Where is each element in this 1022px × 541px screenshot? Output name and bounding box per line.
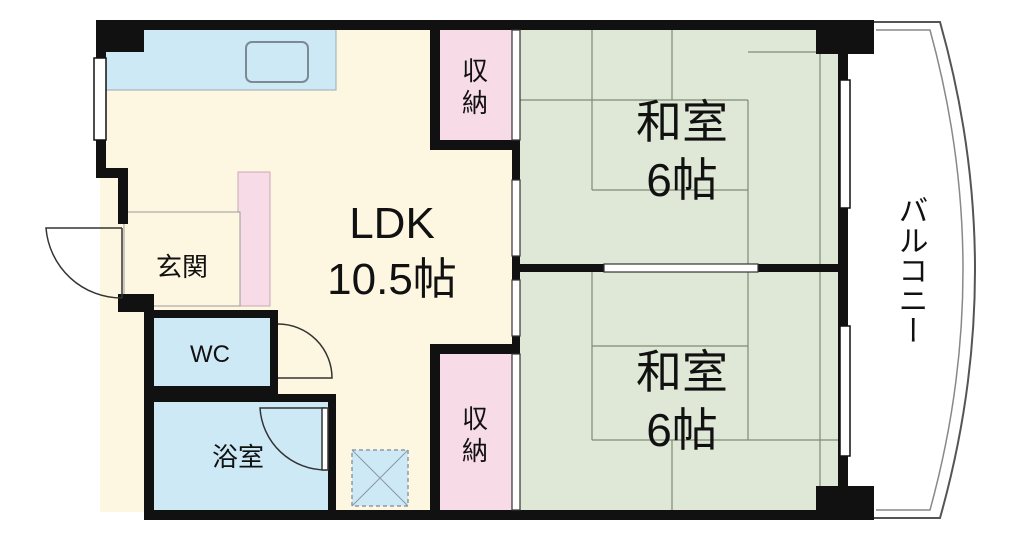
entrance-door xyxy=(45,227,123,299)
washitsu-lower-size-label: 6帖 xyxy=(646,404,718,456)
storage-lower-floor xyxy=(438,352,512,510)
bathroom-floor xyxy=(152,400,328,510)
washitsu-lower-name-label: 和室 xyxy=(636,346,728,398)
bathroom-door xyxy=(259,407,329,471)
wc-label: WC xyxy=(190,341,230,368)
wc-floor xyxy=(152,318,270,386)
windows xyxy=(93,57,851,457)
washitsu-upper-size-label: 6帖 xyxy=(646,154,718,206)
storage-upper-label-1: 収 xyxy=(462,56,488,86)
balcony-outline xyxy=(872,21,976,519)
fridge-space xyxy=(237,171,271,307)
balcony-rail xyxy=(876,29,964,511)
storage-lower-label-1: 収 xyxy=(462,404,488,434)
ldk-size-label: 10.5帖 xyxy=(327,255,457,304)
sliding-doors xyxy=(511,29,759,511)
tatami-room-upper-floor xyxy=(516,28,838,268)
tatami-lines-lower xyxy=(591,272,838,510)
entrance-label: 玄関 xyxy=(156,252,208,282)
ldk-name-label: LDK xyxy=(349,199,435,248)
sink-icon xyxy=(245,41,309,83)
washitsu-upper-name-label: 和室 xyxy=(636,96,728,148)
tatami-room-lower-floor xyxy=(516,272,838,510)
storage-upper-floor xyxy=(438,28,512,140)
bathroom-label: 浴室 xyxy=(212,442,264,472)
balcony-label: バルコニー xyxy=(894,195,927,345)
storage-upper-label-2: 納 xyxy=(462,88,488,118)
entrance-floor xyxy=(123,211,241,307)
wc-door xyxy=(277,323,333,379)
storage-lower-label-2: 納 xyxy=(462,436,488,466)
storage-hatch-diagonal xyxy=(351,449,409,507)
